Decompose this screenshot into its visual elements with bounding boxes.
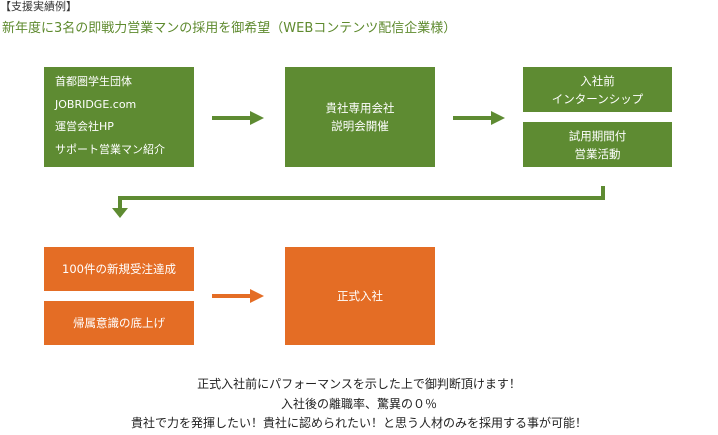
footer-line: 入社後の離職率、驚異の０％: [280, 396, 437, 411]
case-headline: 新年度に3名の即戦力営業マンの採用を御希望（WEBコンテンツ配信企業様）: [2, 21, 457, 36]
trial-line: 営業活動: [574, 146, 621, 161]
source-item: サポート営業マン紹介: [55, 142, 165, 156]
footer-line: 正式入社前にパフォーマンスを示した上で御判断頂けます！: [197, 377, 521, 391]
internship-box: 入社前 インターンシップ: [523, 67, 672, 112]
hired-box: 正式入社: [285, 247, 435, 345]
arrow-right-icon: [212, 111, 264, 125]
trial-box: 試用期間付 営業活動: [523, 122, 672, 167]
orders-result-box: 100件の新規受注達成: [44, 247, 194, 291]
section-tag: 【支援実績例】: [0, 0, 77, 13]
recruiting-sources-box: 首都圏学生団体 JOBRIDGE.com 運営会社HP サポート営業マン紹介: [44, 67, 194, 167]
elbow-arrow-icon: [112, 186, 605, 218]
footer-line: 貴社で力を発揮したい！貴社に認められたい！と思う人材のみを採用する事が可能！: [130, 416, 587, 430]
arrow-right-icon: [453, 111, 505, 125]
source-item: 運営会社HP: [55, 120, 114, 133]
internship-line: インターンシップ: [551, 91, 644, 106]
trial-line: 試用期間付: [568, 128, 627, 143]
briefing-line: 説明会開催: [331, 119, 389, 133]
internship-line: 入社前: [580, 73, 615, 88]
briefing-box: 貴社専用会社 説明会開催: [285, 67, 435, 167]
source-item: 首都圏学生団体: [55, 75, 132, 88]
source-item: JOBRIDGE.com: [55, 97, 137, 111]
morale-result-box: 帰属意識の底上げ: [44, 301, 194, 345]
footer-summary: 正式入社前にパフォーマンスを示した上で御判断頂けます！ 入社後の離職率、驚異の０…: [0, 375, 718, 434]
briefing-line: 貴社専用会社: [325, 101, 395, 115]
arrow-right-icon: [212, 289, 264, 303]
